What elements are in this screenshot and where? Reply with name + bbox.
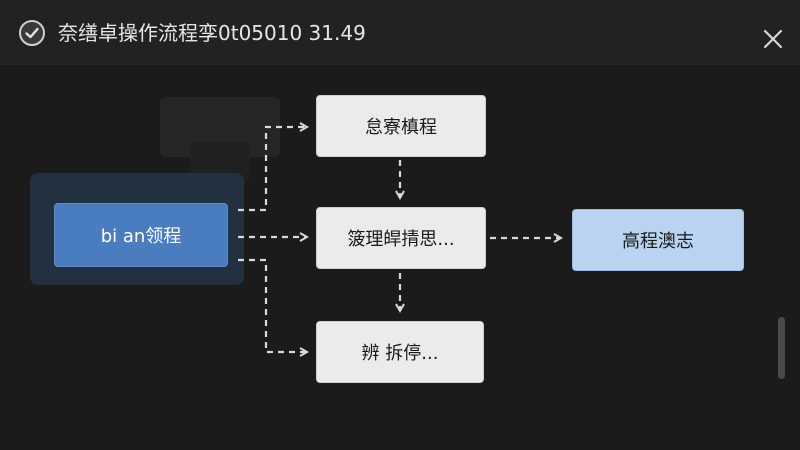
end-node[interactable]: 高程澳志	[572, 209, 744, 271]
bottom-node-label: 辨 拆停...	[361, 343, 439, 364]
check-circle-icon	[18, 19, 46, 47]
flowchart-canvas: bi an领程 怠寮槙程 箥理皔掅思... 辨 拆停... 高程澳志	[0, 67, 800, 450]
connector-start-to-bottom	[238, 258, 306, 352]
connector-start-to-top	[238, 127, 306, 212]
top-node[interactable]: 怠寮槙程	[316, 95, 486, 157]
end-node-label: 高程澳志	[622, 231, 694, 252]
title-bar: 奈缮卓操作流程孪0t05010 31.49	[0, 0, 800, 67]
bottom-node[interactable]: 辨 拆停...	[316, 321, 484, 383]
connector-layer	[238, 67, 800, 450]
middle-node[interactable]: 箥理皔掅思...	[316, 207, 486, 269]
close-icon	[763, 29, 783, 49]
window-title: 奈缮卓操作流程孪0t05010 31.49	[58, 21, 366, 45]
start-node-label: bi an领程	[100, 226, 182, 247]
middle-node-label: 箥理皔掅思...	[347, 229, 455, 250]
start-node[interactable]: bi an领程	[54, 203, 228, 267]
close-button[interactable]	[756, 22, 790, 56]
top-node-label: 怠寮槙程	[365, 117, 437, 138]
vertical-scrollbar[interactable]	[778, 317, 785, 379]
